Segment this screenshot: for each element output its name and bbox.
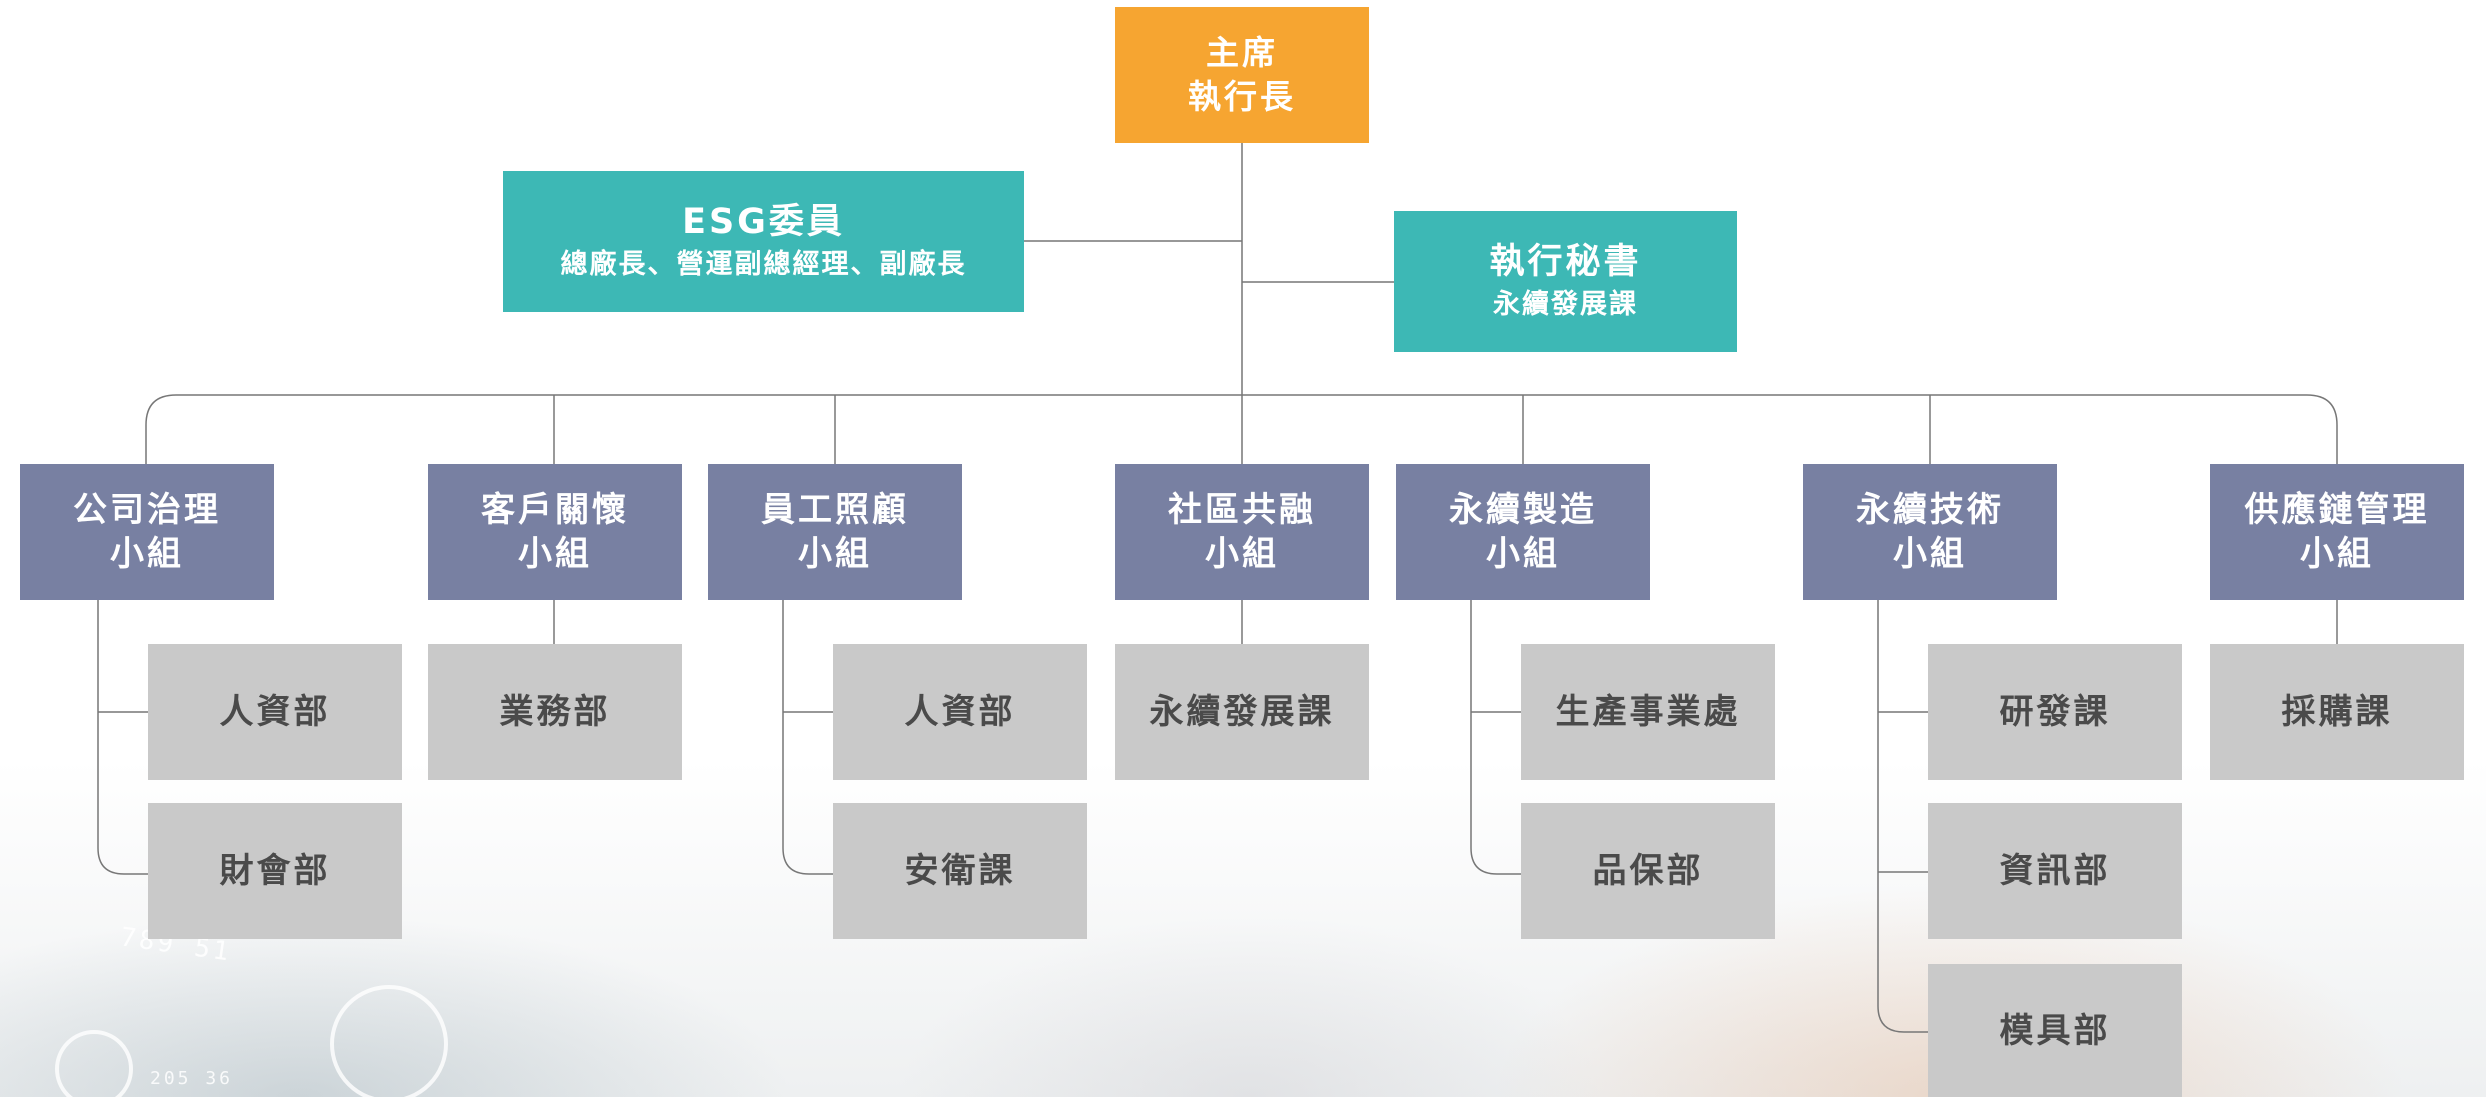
- group-box-supply-chain: 供應鏈管理 小組: [2210, 464, 2464, 600]
- group-box-manufacturing: 永續製造 小組: [1396, 464, 1650, 600]
- connector-line: [1470, 600, 1521, 875]
- box-line: 小組: [1486, 534, 1560, 574]
- box-title: 執行秘書: [1489, 241, 1642, 282]
- department-box: 採購課: [2210, 644, 2464, 780]
- department-box: 生產事業處: [1521, 644, 1775, 780]
- box-line: 小組: [110, 534, 184, 574]
- box-line: 小組: [1893, 534, 1967, 574]
- box-line: 小組: [518, 534, 592, 574]
- group-box-customer: 客戶關懷 小組: [428, 464, 682, 600]
- box-line: 永續製造: [1449, 490, 1597, 530]
- group-box-community: 社區共融 小組: [1115, 464, 1369, 600]
- connector-line: [145, 394, 2338, 464]
- connector-line: [782, 600, 833, 875]
- box-line: 供應鏈管理: [2244, 490, 2430, 530]
- department-box: 品保部: [1521, 803, 1775, 939]
- department-box: 財會部: [148, 803, 402, 939]
- esg-committee-box: ESG委員 總廠長、營運副總經理、副廠長: [503, 171, 1024, 312]
- background-numbers: 205 36: [150, 1068, 234, 1089]
- box-title: ESG委員: [682, 201, 845, 242]
- department-box: 研發課: [1928, 644, 2182, 780]
- box-line: 永續技術: [1856, 490, 2004, 530]
- box-line: 員工照顧: [761, 490, 909, 530]
- box-line: 公司治理: [73, 490, 221, 530]
- box-line: 主席: [1206, 33, 1278, 72]
- department-box: 模具部: [1928, 964, 2182, 1097]
- box-subtitle: 總廠長、營運副總經理、副廠長: [560, 248, 967, 280]
- department-box: 資訊部: [1928, 803, 2182, 939]
- department-box: 安衛課: [833, 803, 1087, 939]
- box-line: 客戶關懷: [481, 490, 629, 530]
- group-box-governance: 公司治理 小組: [20, 464, 274, 600]
- department-box: 人資部: [833, 644, 1087, 780]
- group-box-technology: 永續技術 小組: [1803, 464, 2057, 600]
- connector-line: [97, 600, 148, 875]
- chairman-ceo-box: 主席 執行長: [1115, 7, 1369, 143]
- department-box: 人資部: [148, 644, 402, 780]
- connector-line: [1877, 600, 1928, 1033]
- box-line: 小組: [798, 534, 872, 574]
- department-box: 永續發展課: [1115, 644, 1369, 780]
- box-line: 執行長: [1188, 77, 1296, 116]
- executive-secretary-box: 執行秘書 永續發展課: [1394, 211, 1737, 352]
- box-line: 小組: [1205, 534, 1279, 574]
- group-box-employee: 員工照顧 小組: [708, 464, 962, 600]
- department-box: 業務部: [428, 644, 682, 780]
- box-line: 小組: [2300, 534, 2374, 574]
- box-line: 社區共融: [1168, 490, 1316, 530]
- box-subtitle: 永續發展課: [1493, 288, 1638, 320]
